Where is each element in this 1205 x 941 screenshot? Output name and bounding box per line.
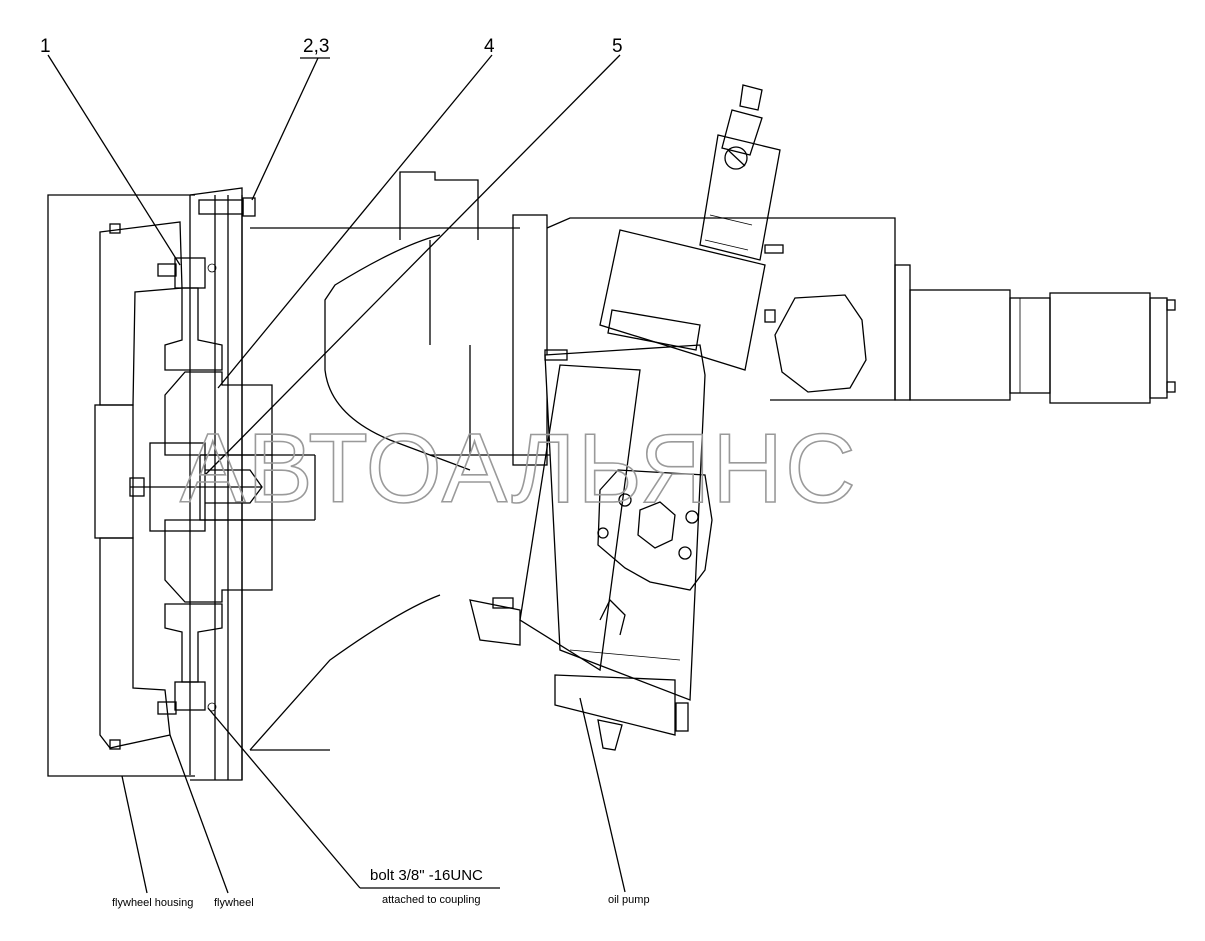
label-attached-to-coupling: attached to coupling xyxy=(382,894,480,906)
flywheel xyxy=(94,221,183,750)
callout-4: 4 xyxy=(484,36,495,57)
pump-bell-housing xyxy=(249,171,560,751)
leader-lines xyxy=(47,54,626,894)
label-oil-pump: oil pump xyxy=(608,894,650,906)
label-bolt-spec: bolt 3/8" -16UNC xyxy=(370,867,483,884)
coupling-hub xyxy=(129,371,316,603)
oil-pump xyxy=(469,214,896,751)
valve-block xyxy=(599,84,784,371)
watermark: АВТОАЛЬЯНС xyxy=(180,413,858,523)
label-flywheel-housing: flywheel housing xyxy=(112,897,193,909)
coupling-element xyxy=(157,257,223,715)
callout-2-3: 2,3 xyxy=(303,36,329,57)
callout-5: 5 xyxy=(612,36,623,57)
callout-1: 1 xyxy=(40,36,51,57)
right-cylinder xyxy=(894,264,1176,404)
label-flywheel: flywheel xyxy=(214,897,254,909)
octagon-cap xyxy=(774,294,867,393)
